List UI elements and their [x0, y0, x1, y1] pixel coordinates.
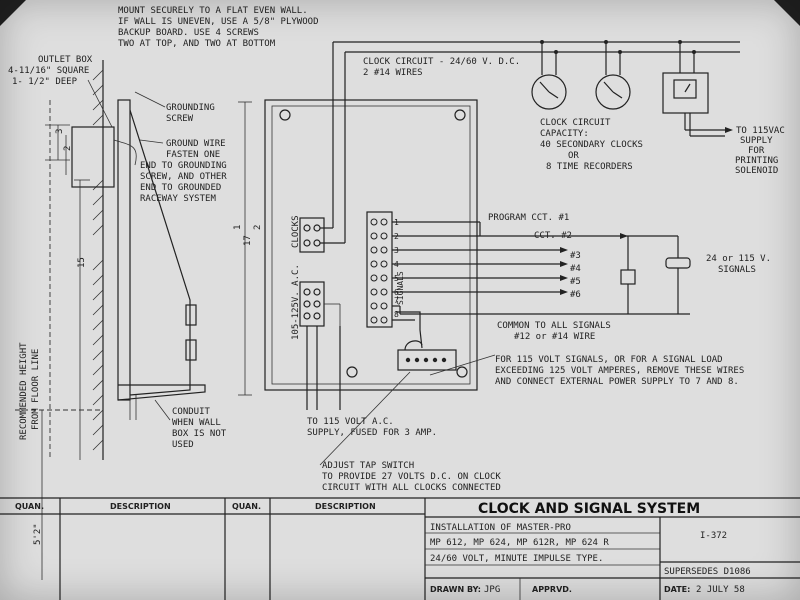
title-line: INSTALLATION OF MASTER-PRO [430, 523, 571, 533]
ac-supply-label: TO 115 VOLT A.C. [307, 417, 394, 427]
supply-label: PRINTING [735, 156, 778, 166]
torn-corner [774, 0, 800, 26]
mount-note: BACKUP BOARD. USE 4 SCREWS [118, 28, 259, 38]
mount-note: TWO AT TOP, AND TWO AT BOTTOM [118, 39, 276, 49]
capacity-label: 8 TIME RECORDERS [546, 162, 633, 172]
recommended-height-label: RECOMMENDED HEIGHT [19, 342, 29, 440]
clock-circuit-label: CLOCK CIRCUIT - 24/60 V. D.C. [363, 57, 520, 67]
dimension-3: 3 [55, 129, 65, 134]
outlet-box-label: OUTLET BOX [38, 55, 93, 65]
common-label: COMMON TO ALL SIGNALS [497, 321, 611, 331]
signal-4-label: #4 [570, 264, 581, 274]
terminal-6: 6 [394, 288, 399, 297]
description-header: DESCRIPTION [315, 502, 376, 511]
conduit-label: BOX IS NOT [172, 429, 227, 439]
supply-label: FOR [748, 146, 765, 156]
ground-wire-label: END TO GROUNDING [140, 161, 227, 171]
title-line: MP 612, MP 624, MP 612R, MP 624 R [430, 538, 609, 548]
clocks-plug-label: CLOCKS [291, 215, 301, 248]
wiring [306, 40, 740, 466]
signal-6-label: #6 [570, 290, 581, 300]
outlet-box-label: 1- 1/2" DEEP [12, 77, 78, 87]
torn-corner [0, 0, 26, 26]
115v-note: AND CONNECT EXTERNAL POWER SUPPLY TO 7 A… [495, 377, 739, 387]
mount-note: IF WALL IS UNEVEN, USE A 5/8" PLYWOOD [118, 17, 318, 27]
clock-circuit-label: 2 #14 WIRES [363, 68, 423, 78]
dimension-17: 17 [243, 235, 253, 246]
dimension-half: 1 [233, 225, 243, 230]
tap-switch-note: ADJUST TAP SWITCH [322, 461, 414, 471]
drawn-by-label: DRAWN BY: [430, 585, 481, 594]
program-circuit-1-label: PROGRAM CCT. #1 [488, 213, 569, 223]
capacity-label: 40 SECONDARY CLOCKS [540, 140, 643, 150]
ac-plug-label: 105-125V. A.C. [291, 264, 301, 340]
capacity-label: CLOCK CIRCUIT [540, 118, 611, 128]
terminal-7: 7 [394, 296, 399, 305]
supply-label: SOLENOID [735, 166, 778, 176]
conduit-label: WHEN WALL [172, 418, 221, 428]
signal-5-label: #5 [570, 277, 581, 287]
grounding-screw-label: GROUNDING [166, 103, 215, 113]
115v-note: EXCEEDING 125 VOLT AMPERES, REMOVE THESE… [495, 366, 744, 376]
recommended-height-label: FROM FLOOR LINE [31, 349, 41, 430]
mount-note: MOUNT SECURELY TO A FLAT EVEN WALL. [118, 6, 308, 16]
signal-3-label: #3 [570, 251, 581, 261]
master-panel [264, 99, 478, 391]
terminal-2: 2 [394, 232, 399, 241]
terminal-1: 1 [394, 218, 399, 227]
conduit-label: CONDUIT [172, 407, 211, 417]
capacity-label: CAPACITY: [540, 129, 589, 139]
supersedes-label: SUPERSEDES D1086 [664, 567, 751, 577]
ac-supply-label: SUPPLY, FUSED FOR 3 AMP. [307, 428, 437, 438]
quan-header: QUAN. [232, 502, 261, 511]
dimension-15: 15 [77, 257, 87, 268]
drawn-by-value: JPG [484, 585, 500, 595]
drawing-number: I-372 [700, 531, 727, 541]
signals-voltage-label: 24 or 115 V. [706, 254, 771, 264]
ground-wire-label: END TO GROUNDED [140, 183, 221, 193]
annotations: MOUNT SECURELY TO A FLAT EVEN WALL. IF W… [8, 6, 785, 545]
capacity-label: OR [568, 151, 579, 161]
date-value: 2 JULY 58 [696, 585, 745, 595]
115v-note: FOR 115 VOLT SIGNALS, OR FOR A SIGNAL LO… [495, 355, 723, 365]
side-view [15, 60, 252, 580]
tap-switch-note: TO PROVIDE 27 VOLTS D.C. ON CLOCK [322, 472, 501, 482]
dimension-2: 2 [63, 146, 73, 151]
grounding-screw-label: SCREW [166, 114, 194, 124]
drawing-title: CLOCK AND SIGNAL SYSTEM [478, 501, 700, 517]
description-header: DESCRIPTION [110, 502, 171, 511]
common-label: #12 or #14 WIRE [514, 332, 595, 342]
terminal-4: 4 [394, 260, 399, 269]
signals-voltage-label: SIGNALS [718, 265, 756, 275]
circuit-2-label: CCT. #2 [534, 231, 572, 241]
signals-terminal-label: SIGNALS [396, 271, 405, 305]
tap-switch-note: CIRCUIT WITH ALL CLOCKS CONNECTED [322, 483, 501, 493]
terminal-3: 3 [394, 246, 399, 255]
conduit-label: USED [172, 440, 194, 450]
terminal-8: 8 [394, 310, 399, 319]
terminal-5: 5 [394, 274, 399, 283]
dimension-5-2: 5'2" [33, 523, 43, 545]
title-line: 24/60 VOLT, MINUTE IMPULSE TYPE. [430, 554, 603, 564]
dimension-half: 2 [253, 225, 263, 230]
supply-label: SUPPLY [740, 136, 773, 146]
ground-wire-label: RACEWAY SYSTEM [140, 194, 216, 204]
approved-label: APPRVD. [532, 585, 572, 594]
date-label: DATE: [664, 585, 690, 594]
ground-wire-label: FASTEN ONE [166, 150, 220, 160]
outlet-box-label: 4-11/16" SQUARE [8, 66, 89, 76]
ground-wire-label: GROUND WIRE [166, 139, 226, 149]
ground-wire-label: SCREW, AND OTHER [140, 172, 227, 182]
title-block: QUAN. DESCRIPTION QUAN. DESCRIPTION CLOC… [0, 497, 800, 600]
quan-header: QUAN. [15, 502, 44, 511]
supply-label: TO 115VAC [736, 126, 785, 136]
